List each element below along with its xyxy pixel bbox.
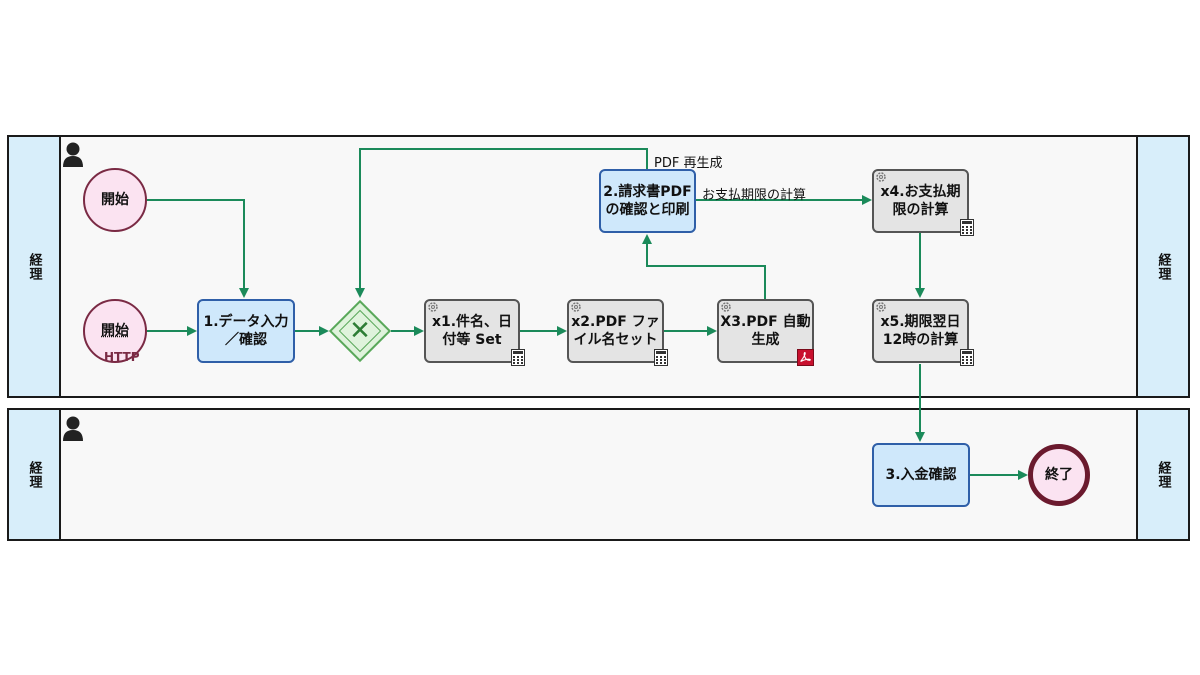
end-event[interactable]: 終了 <box>1028 444 1090 506</box>
gear-icon <box>876 172 886 182</box>
gear-icon <box>721 302 731 312</box>
http-trigger-label: HTTP <box>104 350 140 364</box>
edge-start1-task1 <box>147 199 249 298</box>
lane-label-right: 経理 <box>1136 137 1188 396</box>
task-data-entry[interactable]: 1.データ入力 ／確認 <box>197 299 295 363</box>
lane-label-left: 経理 <box>9 137 61 396</box>
calculator-icon <box>960 219 974 236</box>
edge-task2-gateway-regen <box>355 148 648 298</box>
calculator-icon <box>960 349 974 366</box>
pdf-icon <box>797 349 814 366</box>
calculator-icon <box>511 349 525 366</box>
edge-label-regenerate: PDF 再生成 <box>654 156 723 171</box>
start-event[interactable]: 開始 <box>83 168 147 232</box>
user-icon <box>63 142 83 167</box>
task-invoice-pdf-review[interactable]: 2.請求書PDF の確認と印刷 <box>599 169 696 233</box>
task-x5-calc-next-day[interactable]: x5.期限翌日 12時の計算 <box>872 299 969 363</box>
edge-taskx3-task2 <box>642 234 766 299</box>
edge-label-deadline: お支払期限の計算 <box>702 188 807 203</box>
gateway-x-icon: ✕ <box>349 316 371 346</box>
user-icon <box>63 416 83 441</box>
gear-icon <box>428 302 438 312</box>
start-event-label: 開始 <box>101 323 129 339</box>
calculator-icon <box>654 349 668 366</box>
task-payment-confirm[interactable]: 3.入金確認 <box>872 443 970 507</box>
lane-label-right: 経理 <box>1136 410 1188 539</box>
start-event-http[interactable]: 開始 <box>83 299 147 363</box>
task-x2-set-filename[interactable]: x2.PDF ファ イル名セット <box>567 299 664 363</box>
gear-icon <box>571 302 581 312</box>
task-x1-set-subject[interactable]: x1.件名、日 付等 Set <box>424 299 520 363</box>
lane-label-left: 経理 <box>9 410 61 539</box>
task-x4-calc-deadline[interactable]: x4.お支払期 限の計算 <box>872 169 969 233</box>
gear-icon <box>876 302 886 312</box>
